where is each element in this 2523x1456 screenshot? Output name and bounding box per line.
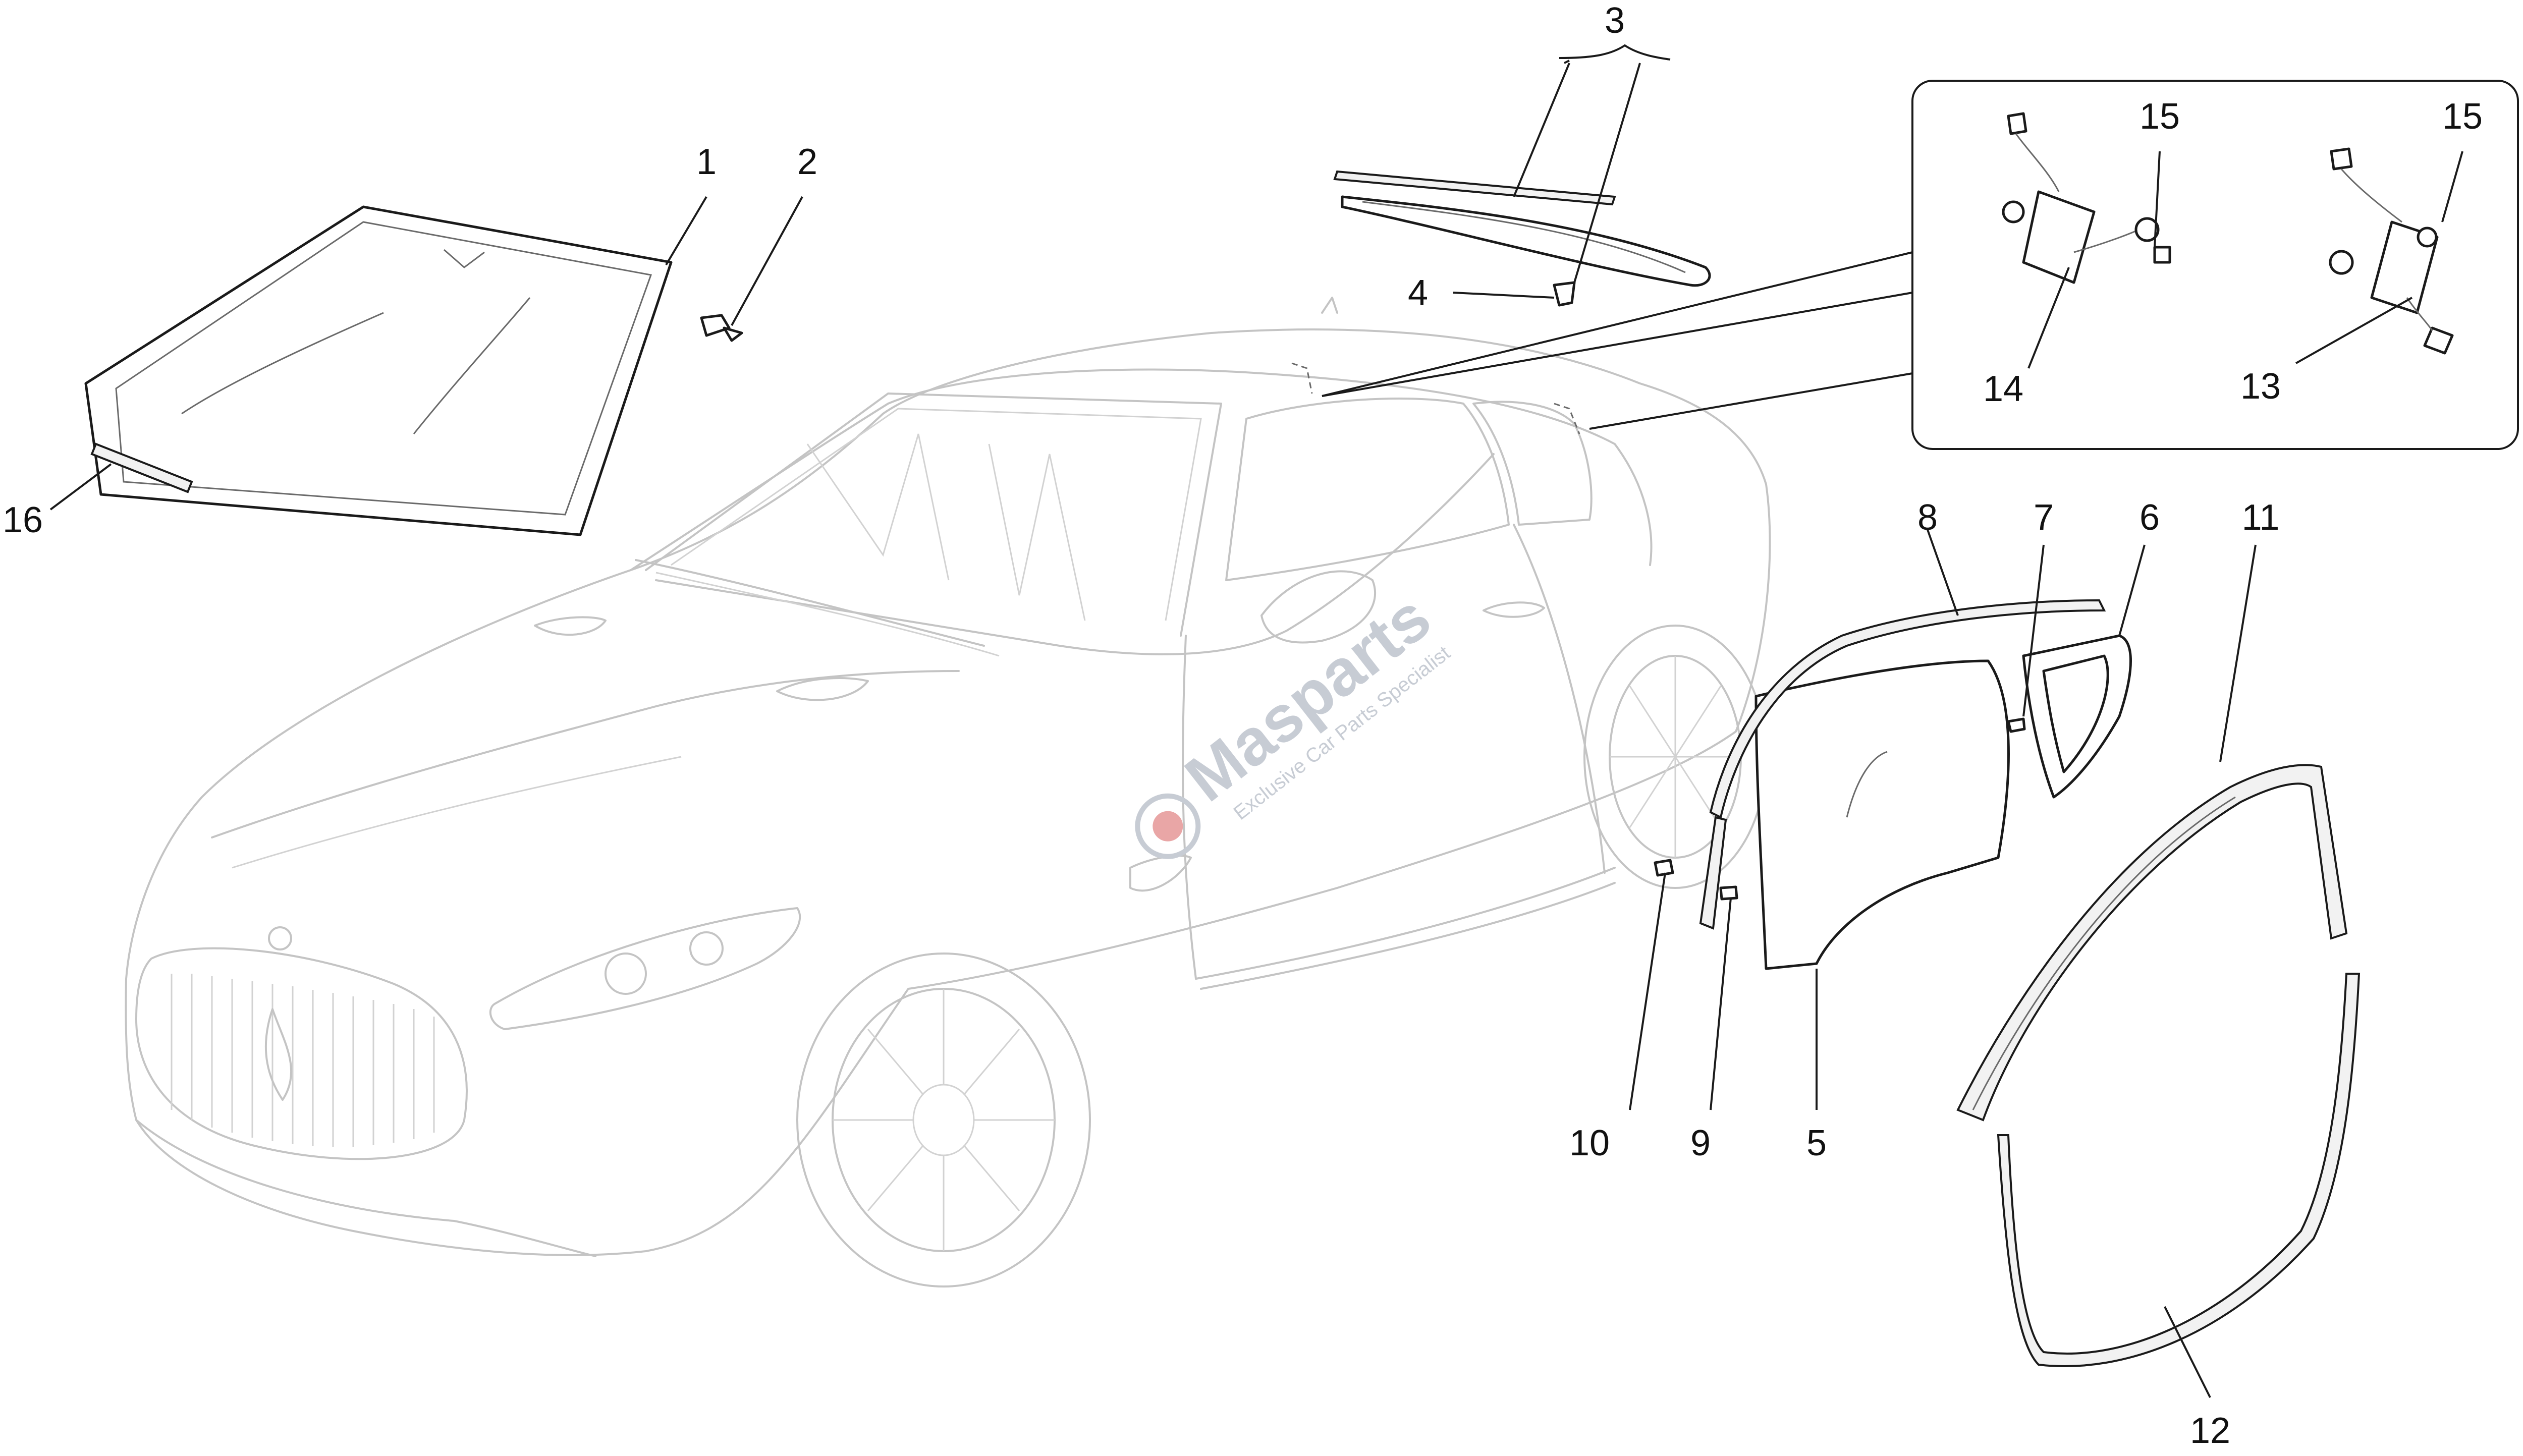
callout-13: 13 [2240,366,2281,407]
callout-14: 14 [1983,369,2023,409]
part-screw-9 [1719,885,1738,901]
callout-15a: 15 [2140,96,2180,137]
callout-7: 7 [2034,497,2054,538]
part-windshield [84,205,673,536]
callout-8: 8 [1917,497,1938,538]
part-lower-door-seal [1997,973,2361,1367]
callout-16: 16 [3,500,43,540]
part-quarter-glass [2022,634,2132,799]
callout-11: 11 [2242,497,2280,538]
masparts-watermark: Masparts Exclusive Car Parts Specialist [1135,580,1454,859]
part-door-glass [1754,659,2010,970]
leader-lines [49,44,2463,1398]
part-rear-clip [1553,281,1576,307]
callout-12: 12 [2190,1411,2230,1451]
callout-labels: 1 2 3 4 5 6 7 8 9 10 11 12 13 14 15 15 1… [3,1,2483,1451]
part-screw-10 [1654,859,1674,877]
part-rear-window [1333,170,1711,287]
part-upper-door-seal [1956,764,2348,1122]
callout-2: 2 [797,142,817,182]
callout-3: 3 [1605,1,1625,41]
callout-15b: 15 [2442,96,2483,137]
callout-5: 5 [1806,1123,1827,1163]
part-screw-7 [2007,717,2026,733]
callout-4: 4 [1408,273,1428,313]
part-clip [700,314,743,342]
callout-1: 1 [696,142,717,182]
callout-9: 9 [1690,1123,1711,1163]
part-door-trim [1699,599,2106,930]
callout-6: 6 [2140,497,2160,538]
callout-10: 10 [1569,1123,1610,1163]
part-windshield-strip [90,442,193,493]
car-outline [125,297,1771,1287]
sensor-inset [1291,80,2519,450]
